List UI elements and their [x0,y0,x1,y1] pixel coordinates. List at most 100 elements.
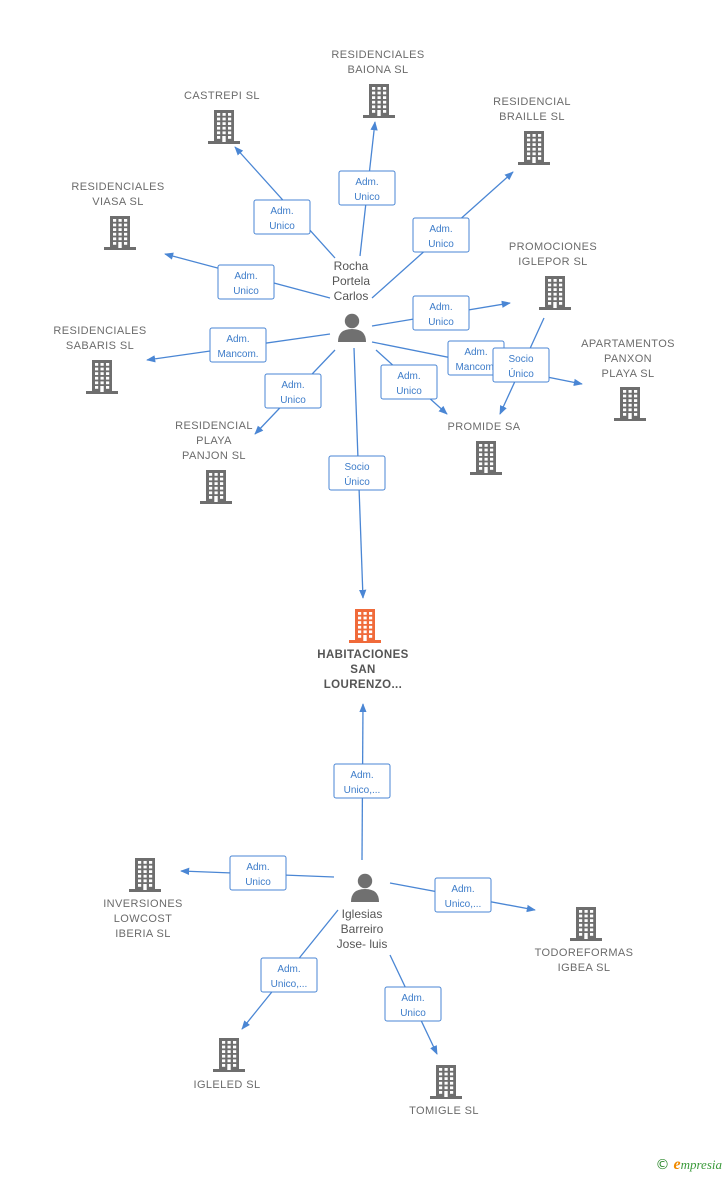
company-name[interactable]: RESIDENCIAL [493,96,571,108]
relation-label-iglesias-to-igleled[interactable]: Adm.Unico,... [260,957,318,993]
building-icon[interactable] [430,1065,462,1099]
company-name[interactable]: RESIDENCIALES [53,325,146,337]
person-icon[interactable] [338,313,366,342]
company-node-panxon[interactable]: APARTAMENTOS PANXON PLAYA SL [581,338,675,421]
person-name[interactable]: Jose- luis [337,937,388,951]
building-icon[interactable] [213,1038,245,1072]
building-icon[interactable] [208,110,240,144]
building-icon[interactable] [539,276,571,310]
relation-label-iglesias-to-todoreformas[interactable]: Adm.Unico,... [434,877,492,913]
building-icon[interactable] [614,387,646,421]
company-name[interactable]: LOWCOST [114,913,172,925]
relation-box[interactable] [260,957,318,993]
relation-text: Único [508,367,534,380]
company-name[interactable]: SAN [350,664,375,676]
company-node-tomigle[interactable]: TOMIGLE SL [409,1065,479,1117]
relation-box[interactable] [338,170,396,206]
relation-box[interactable] [434,877,492,913]
relation-label-rocha-to-castrepi[interactable]: Adm.Unico [253,199,311,235]
company-name[interactable]: APARTAMENTOS [581,338,675,350]
company-name[interactable]: VIASA SL [92,196,144,208]
building-icon[interactable] [129,858,161,892]
company-name[interactable]: RESIDENCIALES [71,181,164,193]
company-name[interactable]: IGLELED SL [194,1079,261,1091]
relation-label-iglesias-to-tomigle[interactable]: Adm.Unico [384,986,442,1022]
person-name[interactable]: Barreiro [341,922,384,936]
relation-text: Unico,... [344,785,381,796]
relation-label-rocha-to-braille[interactable]: Adm.Unico [412,217,470,253]
company-name[interactable]: PLAYA SL [602,368,655,380]
company-name[interactable]: LOURENZO... [324,679,403,691]
building-icon[interactable] [104,216,136,250]
relation-box[interactable] [253,199,311,235]
relation-box[interactable] [412,295,470,331]
building-icon[interactable] [363,84,395,118]
company-name[interactable]: RESIDENCIAL [175,420,253,432]
person-name[interactable]: Rocha [334,259,369,273]
company-name[interactable]: HABITACIONES [317,649,408,661]
relation-box[interactable] [384,986,442,1022]
company-node-habitaciones[interactable]: HABITACIONES SAN LOURENZO... [317,609,408,691]
relation-label-iglesias-to-habitaciones[interactable]: Adm.Unico,... [333,763,391,799]
relation-label-rocha-to-playa[interactable]: Adm.Unico [264,373,322,409]
relation-box[interactable] [492,347,550,383]
building-icon[interactable] [470,441,502,475]
company-name[interactable]: IGBEA SL [558,962,611,974]
relation-text: Adm. [355,177,378,188]
company-node-iglepor[interactable]: PROMOCIONES IGLEPOR SL [509,241,597,310]
relation-text: Adm. [451,884,474,895]
company-name[interactable]: IGLEPOR SL [518,256,587,268]
company-name[interactable]: TODOREFORMAS [535,947,634,959]
relation-box[interactable] [264,373,322,409]
company-node-playa[interactable]: RESIDENCIAL PLAYA PANJON SL [175,420,253,504]
company-node-igleled[interactable]: IGLELED SL [194,1038,261,1091]
company-name[interactable]: RESIDENCIALES [331,49,424,61]
company-name[interactable]: BRAILLE SL [499,111,565,123]
company-node-promide[interactable]: PROMIDE SA [447,421,520,475]
company-name[interactable]: CASTREPI SL [184,90,260,102]
company-name[interactable]: IBERIA SL [115,928,171,940]
company-node-braille[interactable]: RESIDENCIAL BRAILLE SL [493,96,571,165]
person-icon[interactable] [351,873,379,902]
person-name[interactable]: Portela [332,274,370,288]
relation-label-rocha-to-promide[interactable]: Adm.Unico [380,364,438,400]
relation-label-rocha-to-baiona[interactable]: Adm.Unico [338,170,396,206]
relation-box[interactable] [333,763,391,799]
person-name[interactable]: Iglesias [342,907,383,921]
relation-label-rocha-to-iglepor[interactable]: Adm.Unico [412,295,470,331]
person-name[interactable]: Carlos [334,289,369,303]
company-node-sabaris[interactable]: RESIDENCIALES SABARIS SL [53,325,146,394]
relation-box[interactable] [328,455,386,491]
relation-box[interactable] [217,264,275,300]
company-node-viasa[interactable]: RESIDENCIALES VIASA SL [71,181,164,250]
relation-label-rocha-to-viasa[interactable]: Adm.Unico [217,264,275,300]
company-node-castrepi[interactable]: CASTREPI SL [184,90,260,144]
relation-box[interactable] [412,217,470,253]
company-name[interactable]: PANXON [604,353,652,365]
company-name[interactable]: PANJON SL [182,450,246,462]
building-icon[interactable] [200,470,232,504]
company-name[interactable]: PROMIDE SA [447,421,520,433]
company-name[interactable]: INVERSIONES [103,898,183,910]
company-name[interactable]: SABARIS SL [66,340,134,352]
building-icon[interactable] [518,131,550,165]
company-node-todoreformas[interactable]: TODOREFORMAS IGBEA SL [535,907,634,974]
relation-label-rocha-to-sabaris[interactable]: Adm.Mancom. [209,327,267,363]
relation-box[interactable] [229,855,287,891]
company-name[interactable]: PLAYA [196,435,232,447]
relation-box[interactable] [209,327,267,363]
company-node-baiona[interactable]: RESIDENCIALES BAIONA SL [331,49,424,118]
company-node-inversiones[interactable]: INVERSIONES LOWCOST IBERIA SL [103,858,183,940]
building-icon[interactable] [349,609,381,643]
relation-box[interactable] [380,364,438,400]
building-icon[interactable] [86,360,118,394]
company-name[interactable]: BAIONA SL [347,64,408,76]
company-name[interactable]: TOMIGLE SL [409,1105,479,1117]
relation-label-iglesias-to-inversiones[interactable]: Adm.Unico [229,855,287,891]
building-icon[interactable] [570,907,602,941]
company-name[interactable]: PROMOCIONES [509,241,597,253]
